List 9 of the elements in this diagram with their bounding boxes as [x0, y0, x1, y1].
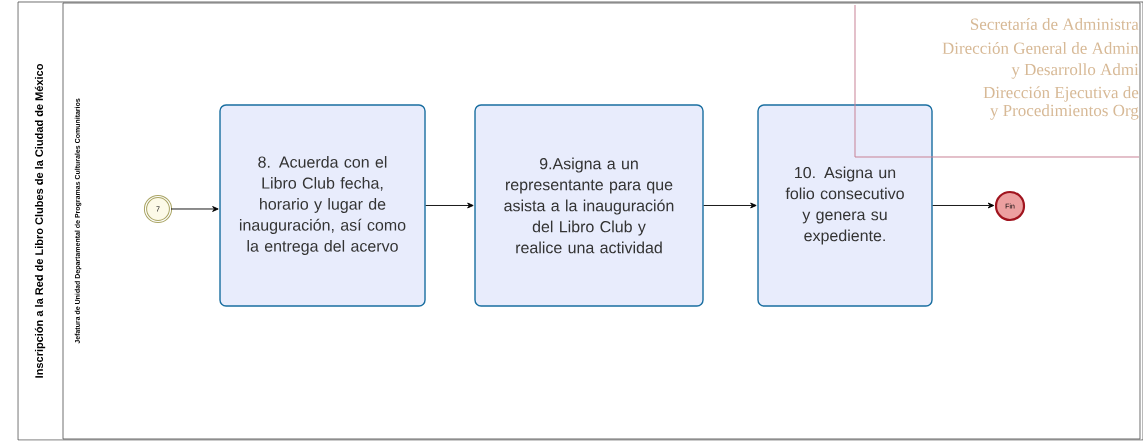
- pool-title: Inscripción a la Red de Libro Clubes de la Ciudad de México: [34, 64, 46, 378]
- task-box: 10. Asigna un folio consecutivo y genera su expediente.: [757, 104, 933, 307]
- task-box: 9.Asigna a un representante para que asista a la inauguración del Libro Club y realice una actividad: [474, 104, 704, 307]
- task-box: 8. Acuerda con el Libro Club fecha, horario y lugar de inauguración, así como la entrega del acervo: [219, 104, 426, 307]
- arrow: [703, 202, 757, 209]
- stamp: Secretaría de Administra Dirección General de Admin y Desarrollo Admi Dirección Ejecutiva de y Procedimientos Org: [854, 4, 1140, 158]
- arrow: [425, 202, 474, 209]
- arrow: [170, 206, 219, 212]
- arrow: [932, 202, 995, 209]
